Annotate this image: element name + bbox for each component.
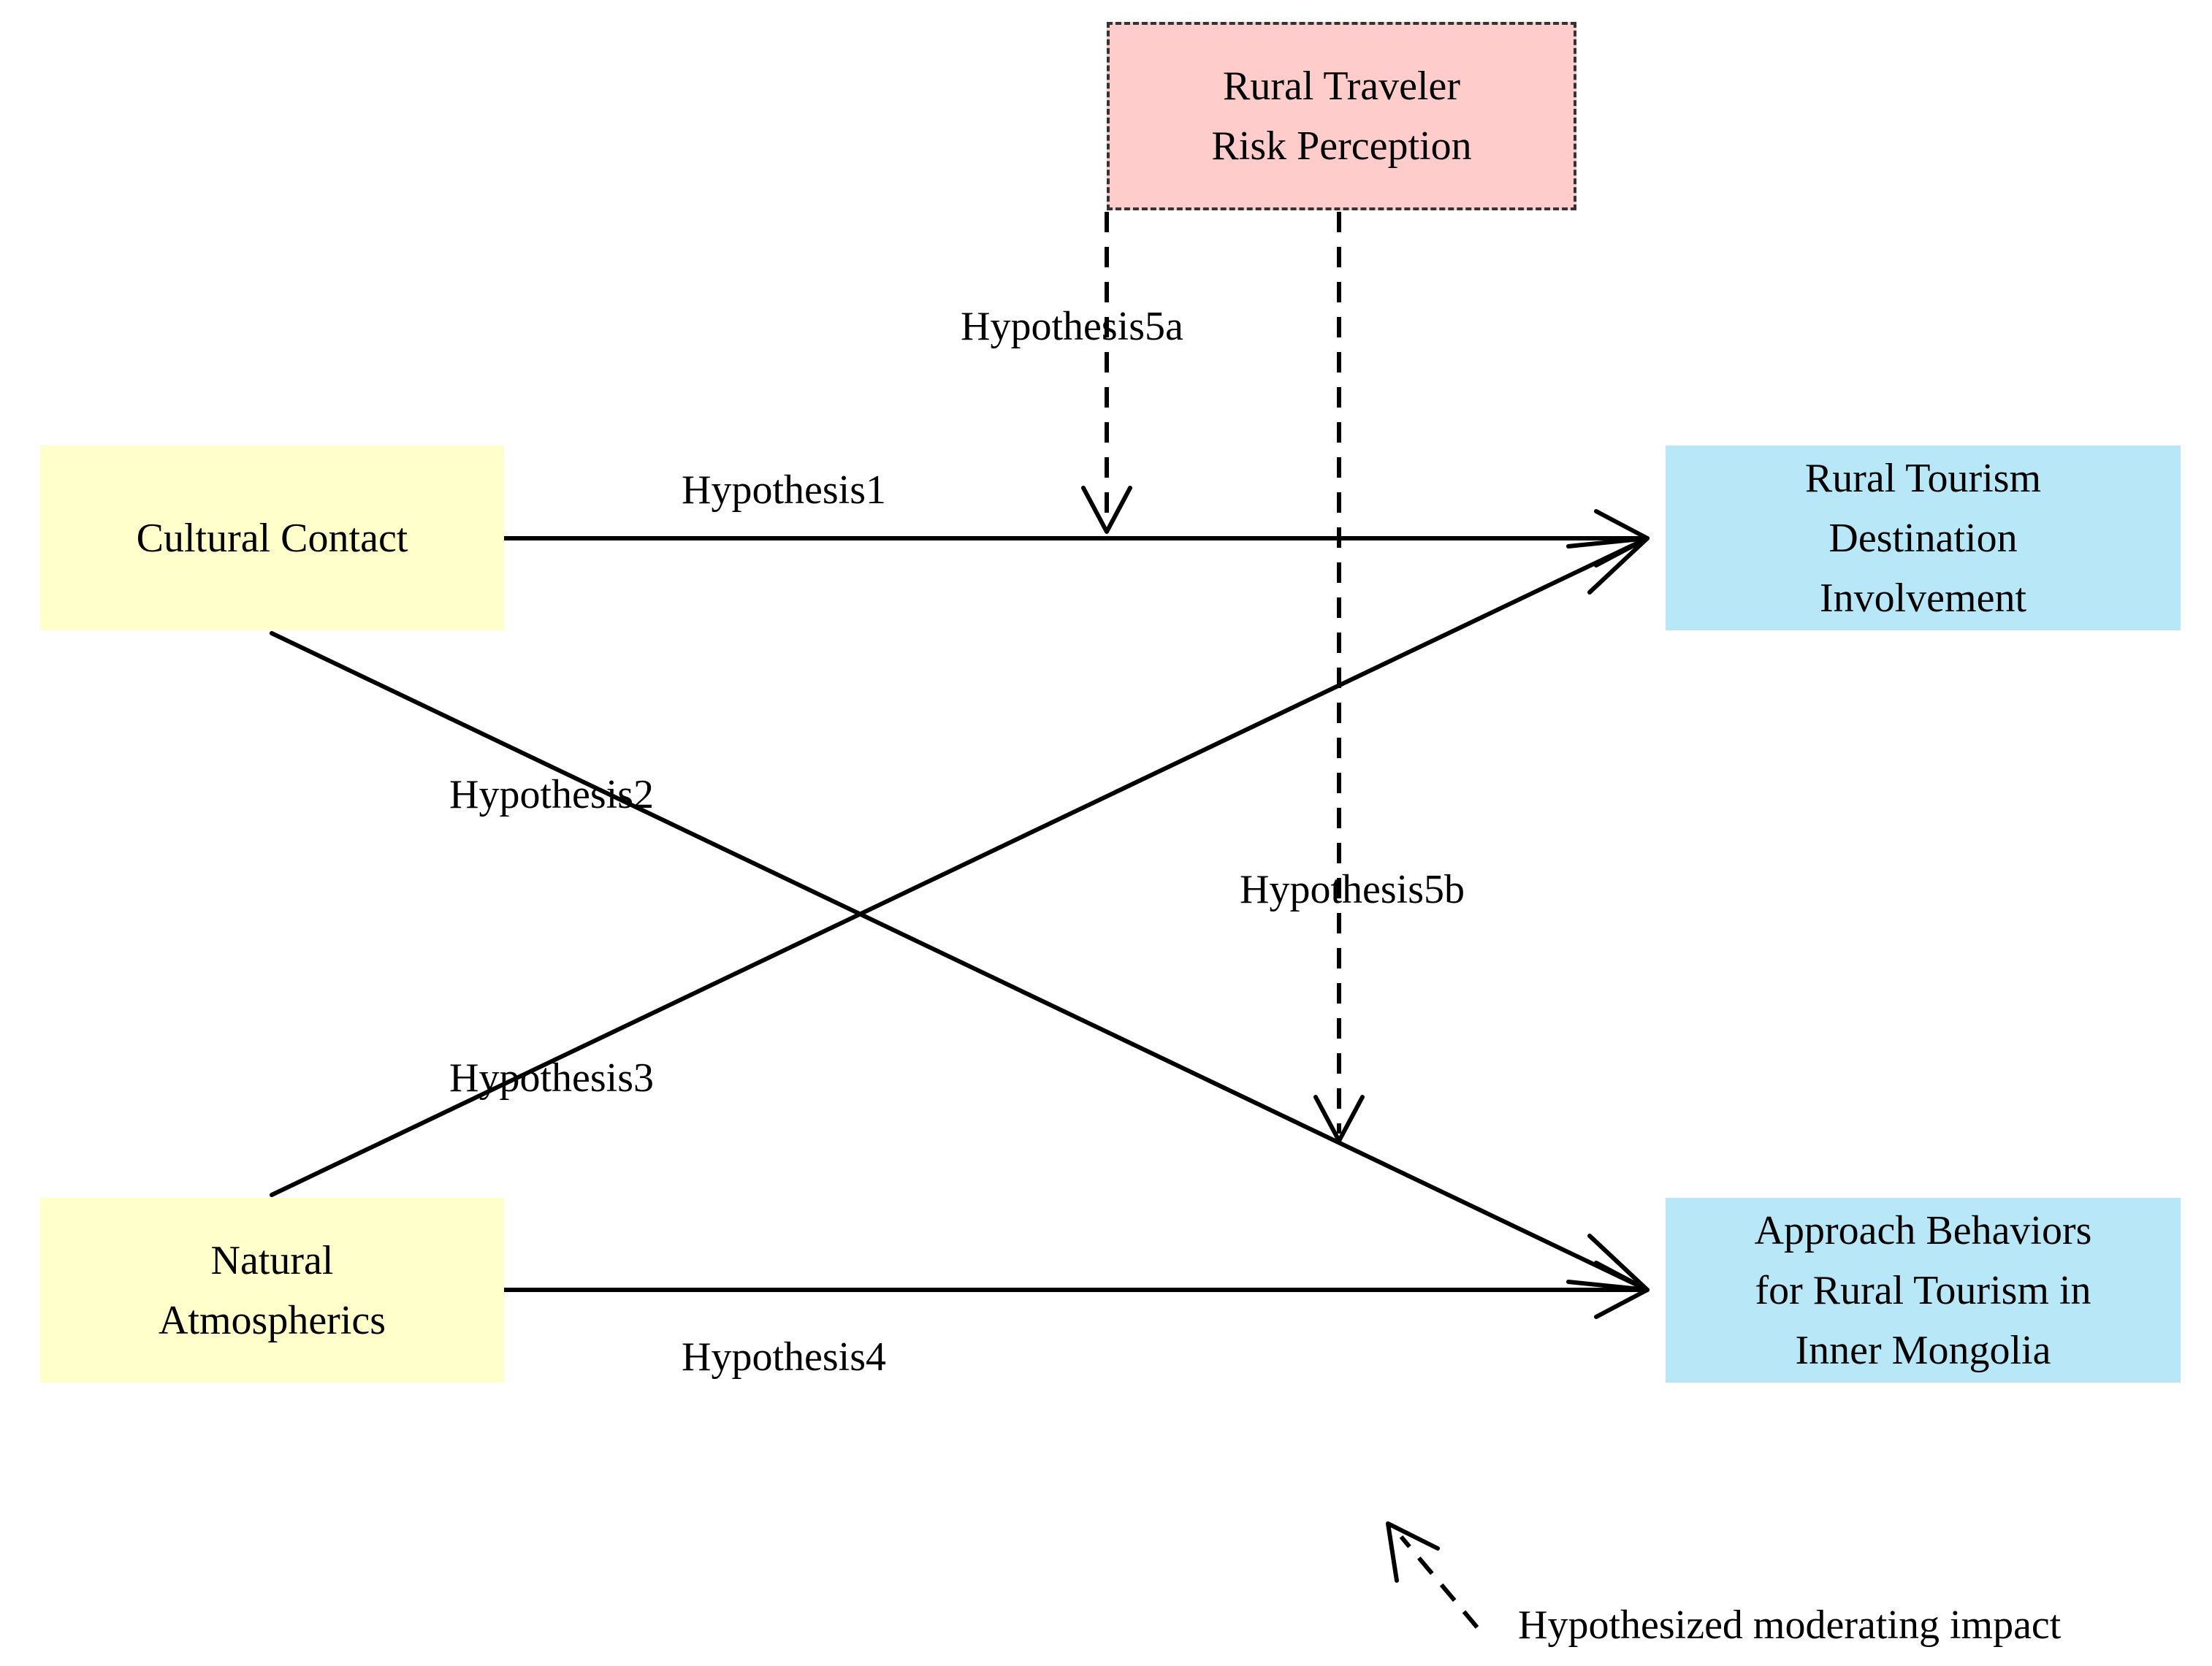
node-risk-perception-line-1: Rural Traveler [1222,64,1461,109]
node-cultural-contact: Cultural Contact [40,446,504,630]
node-risk-perception-line-2: Risk Perception [1211,123,1472,169]
node-cultural-contact-label: Cultural Contact [136,515,408,561]
node-approach-behaviors-line-1: Approach Behaviors [1754,1207,2092,1253]
legend-dashed-line [1399,1535,1479,1629]
edge-label-hypothesis2: Hypothesis2 [449,772,654,817]
node-risk-perception: Rural Traveler Risk Perception [1107,22,1576,210]
edge-label-hypothesis5b: Hypothesis5b [1240,867,1465,912]
node-destination-involvement: Rural Tourism Destination Involvement [1666,446,2181,630]
arrowhead-h2 [1566,1234,1650,1292]
edge-label-hypothesis1: Hypothesis1 [682,467,886,513]
arrowhead-h5a [1081,486,1132,534]
legend-label: Hypothesized moderating impact [1518,1602,2062,1648]
arrowhead-h5b [1313,1095,1365,1143]
node-natural-atmospherics-line-1: Natural [210,1237,334,1283]
edge-label-hypothesis5a: Hypothesis5a [961,304,1183,349]
node-approach-behaviors-line-3: Inner Mongolia [1795,1327,2051,1373]
node-destination-involvement-line-2: Destination [1828,515,2018,561]
node-approach-behaviors-line-2: for Rural Tourism in [1755,1267,2091,1313]
arrow-h3 [270,536,1650,1197]
arrow-h2 [270,631,1650,1292]
edge-label-hypothesis3: Hypothesis3 [449,1055,654,1101]
node-natural-atmospherics: Natural Atmospherics [40,1198,504,1383]
legend-arrowhead [1386,1521,1440,1583]
arrowhead-h3 [1566,536,1650,595]
node-approach-behaviors: Approach Behaviors for Rural Tourism in … [1666,1198,2181,1383]
edge-label-hypothesis4: Hypothesis4 [682,1334,886,1380]
node-destination-involvement-line-1: Rural Tourism [1804,455,2042,501]
node-destination-involvement-line-3: Involvement [1819,575,2027,621]
node-natural-atmospherics-line-2: Atmospherics [158,1297,386,1343]
